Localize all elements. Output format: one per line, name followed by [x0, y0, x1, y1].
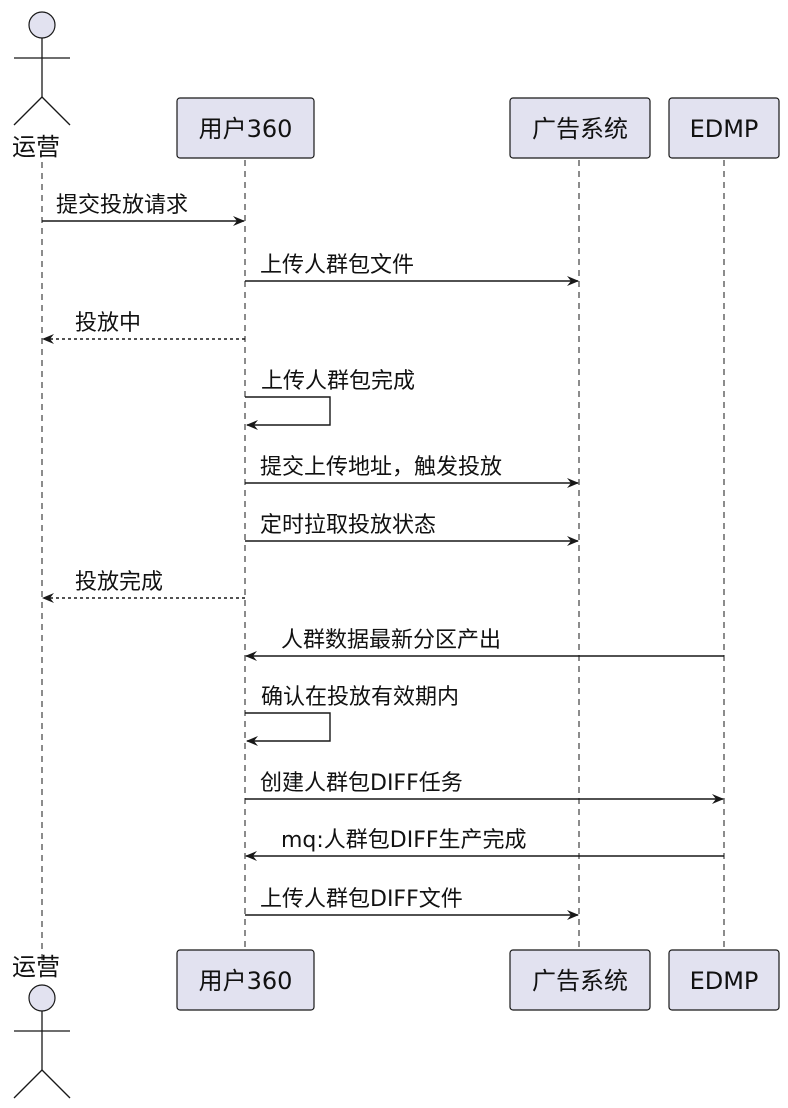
- message-label: 确认在投放有效期内: [261, 685, 459, 710]
- message-label: 上传人群包文件: [260, 253, 414, 278]
- message-label: 提交上传地址，触发投放: [260, 455, 502, 480]
- participants-bottom: 运营 用户360 广告系统 EDMP: [12, 949, 780, 1099]
- participant-user360-bottom: 用户360: [176, 949, 315, 1011]
- message-label: 上传人群包DIFF文件: [260, 887, 463, 912]
- participant-label-edmp: EDMP: [690, 115, 759, 143]
- message: 创建人群包DIFF任务: [245, 771, 724, 804]
- participant-adsys-top: 广告系统: [509, 97, 651, 159]
- message-label: 投放中: [75, 311, 141, 336]
- participant-box: [668, 949, 780, 1011]
- message-label: 人群数据最新分区产出: [281, 628, 501, 653]
- message: 定时拉取投放状态: [245, 513, 579, 546]
- message: 人群数据最新分区产出: [245, 628, 724, 661]
- message: 上传人群包完成: [245, 369, 415, 430]
- participant-label-edmp: EDMP: [690, 967, 759, 995]
- message: mq:人群包DIFF生产完成: [245, 828, 724, 861]
- message-label: 上传人群包完成: [261, 369, 415, 394]
- message: 上传人群包DIFF文件: [245, 887, 579, 920]
- message-label: 定时拉取投放状态: [260, 513, 436, 538]
- actor-ops-bottom: 运营: [12, 953, 71, 1099]
- participant-box: [176, 949, 315, 1011]
- message: 上传人群包文件: [245, 253, 579, 286]
- participant-box: [668, 97, 780, 159]
- participant-box: [509, 97, 651, 159]
- messages: 提交投放请求上传人群包文件投放中上传人群包完成提交上传地址，触发投放定时拉取投放…: [42, 193, 724, 920]
- participants-top: 运营 用户360 广告系统 EDMP: [12, 11, 780, 161]
- message: 确认在投放有效期内: [245, 685, 459, 746]
- participant-box: [176, 97, 315, 159]
- actor-head: [28, 984, 56, 1012]
- self-message-arrow: [245, 396, 331, 430]
- message: 提交投放请求: [42, 193, 245, 226]
- actor-left-leg: [13, 96, 43, 126]
- actor-right-leg: [41, 96, 71, 126]
- participant-box: [509, 949, 651, 1011]
- lifelines: [41, 160, 725, 962]
- message-label: 提交投放请求: [56, 193, 188, 218]
- participant-edmp-bottom: EDMP: [668, 949, 780, 1011]
- message-label: mq:人群包DIFF生产完成: [281, 828, 527, 853]
- message-label: 创建人群包DIFF任务: [260, 771, 463, 796]
- actor-left-leg: [13, 1069, 43, 1099]
- actor-ops-top: 运营: [12, 11, 71, 161]
- message: 投放完成: [42, 570, 245, 603]
- participant-label-user360: 用户360: [199, 967, 293, 995]
- participant-label-ops: 运营: [12, 953, 60, 981]
- message-label: 投放完成: [75, 570, 163, 595]
- participant-adsys-bottom: 广告系统: [509, 949, 651, 1011]
- participant-label-ops: 运营: [12, 133, 60, 161]
- actor-head: [28, 11, 56, 39]
- self-message-arrow: [245, 712, 331, 746]
- participant-label-adsys: 广告系统: [532, 967, 628, 995]
- participant-user360-top: 用户360: [176, 97, 315, 159]
- participant-label-user360: 用户360: [199, 115, 293, 143]
- message: 投放中: [42, 311, 245, 344]
- actor-right-leg: [41, 1069, 71, 1099]
- participant-edmp-top: EDMP: [668, 97, 780, 159]
- message: 提交上传地址，触发投放: [245, 455, 579, 488]
- participant-label-adsys: 广告系统: [532, 115, 628, 143]
